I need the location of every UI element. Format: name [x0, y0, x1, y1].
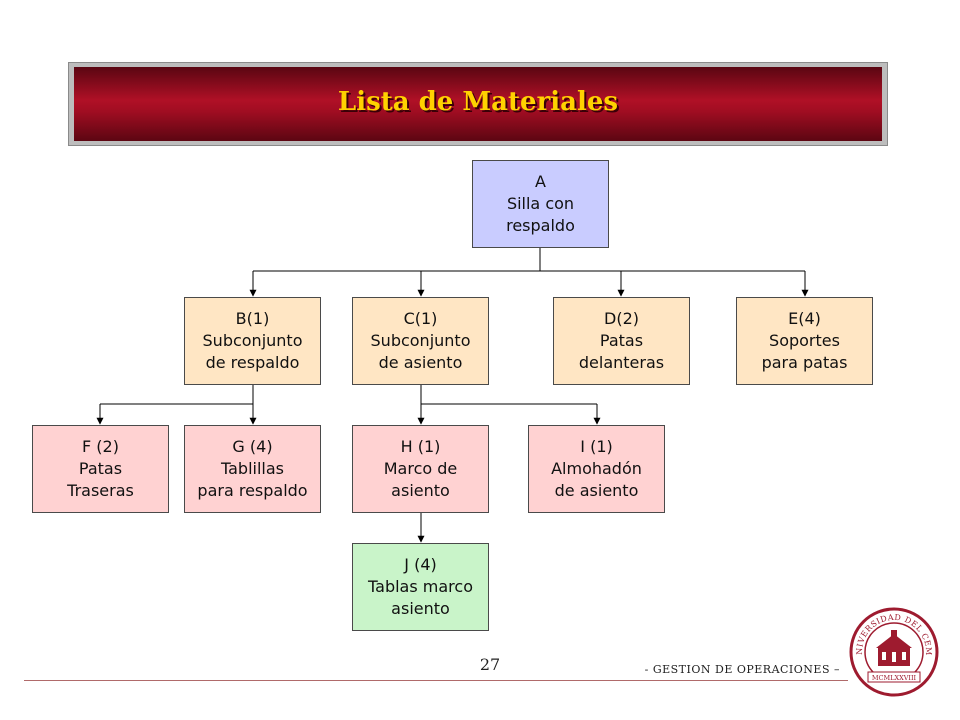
university-seal-icon: UNIVERSIDAD DEL CEMA MCMLXXVIII: [848, 606, 939, 697]
node-c-code: C(1): [403, 309, 438, 328]
node-f-line2: Traseras: [67, 481, 134, 500]
node-d: D(2) Patas delanteras: [553, 297, 690, 385]
node-a-line1: Silla con: [506, 194, 575, 213]
node-e-line1: Soportes: [769, 331, 840, 350]
node-j-line1: Tablas marco: [368, 577, 473, 596]
node-b-line2: de respaldo: [205, 353, 300, 372]
node-e-line2: para patas: [761, 353, 848, 372]
title-frame: Lista de Materiales: [68, 62, 888, 146]
node-d-line2: delanteras: [578, 353, 665, 372]
node-c-line1: Subconjunto: [370, 331, 471, 350]
node-a-code: A: [535, 172, 546, 191]
node-j-code: J (4): [404, 555, 437, 574]
node-g: G (4) Tablillas para respaldo: [184, 425, 321, 513]
node-c-line2: de asiento: [378, 353, 463, 372]
node-h: H (1) Marco de asiento: [352, 425, 489, 513]
node-i-code: I (1): [580, 437, 613, 456]
node-d-code: D(2): [604, 309, 639, 328]
node-g-line2: para respaldo: [197, 481, 308, 500]
seal-year: MCMLXXVIII: [872, 674, 917, 682]
footer-divider: [24, 680, 848, 681]
footer-text: - GESTION DE OPERACIONES –: [644, 663, 840, 676]
node-h-line2: asiento: [391, 481, 450, 500]
node-f-code: F (2): [82, 437, 119, 456]
node-b-line1: Subconjunto: [202, 331, 303, 350]
node-f-line1: Patas: [78, 459, 123, 478]
node-b: B(1) Subconjunto de respaldo: [184, 297, 321, 385]
node-a: A Silla con respaldo: [472, 160, 609, 248]
page-title: Lista de Materiales: [337, 87, 619, 117]
node-j: J (4) Tablas marco asiento: [352, 543, 489, 631]
node-g-code: G (4): [232, 437, 273, 456]
node-b-code: B(1): [235, 309, 270, 328]
node-i-line2: de asiento: [554, 481, 639, 500]
node-g-line1: Tablillas: [220, 459, 284, 478]
node-h-line1: Marco de: [383, 459, 458, 478]
node-c: C(1) Subconjunto de asiento: [352, 297, 489, 385]
node-a-line2: respaldo: [506, 216, 575, 235]
node-h-code: H (1): [400, 437, 441, 456]
node-i: I (1) Almohadón de asiento: [528, 425, 665, 513]
node-f: F (2) Patas Traseras: [32, 425, 169, 513]
title-bar: Lista de Materiales: [74, 67, 882, 141]
node-d-line1: Patas: [599, 331, 644, 350]
node-e-code: E(4): [788, 309, 821, 328]
node-i-line1: Almohadón: [551, 459, 642, 478]
node-j-line2: asiento: [391, 599, 450, 618]
node-e: E(4) Soportes para patas: [736, 297, 873, 385]
page-number: 27: [479, 655, 501, 674]
